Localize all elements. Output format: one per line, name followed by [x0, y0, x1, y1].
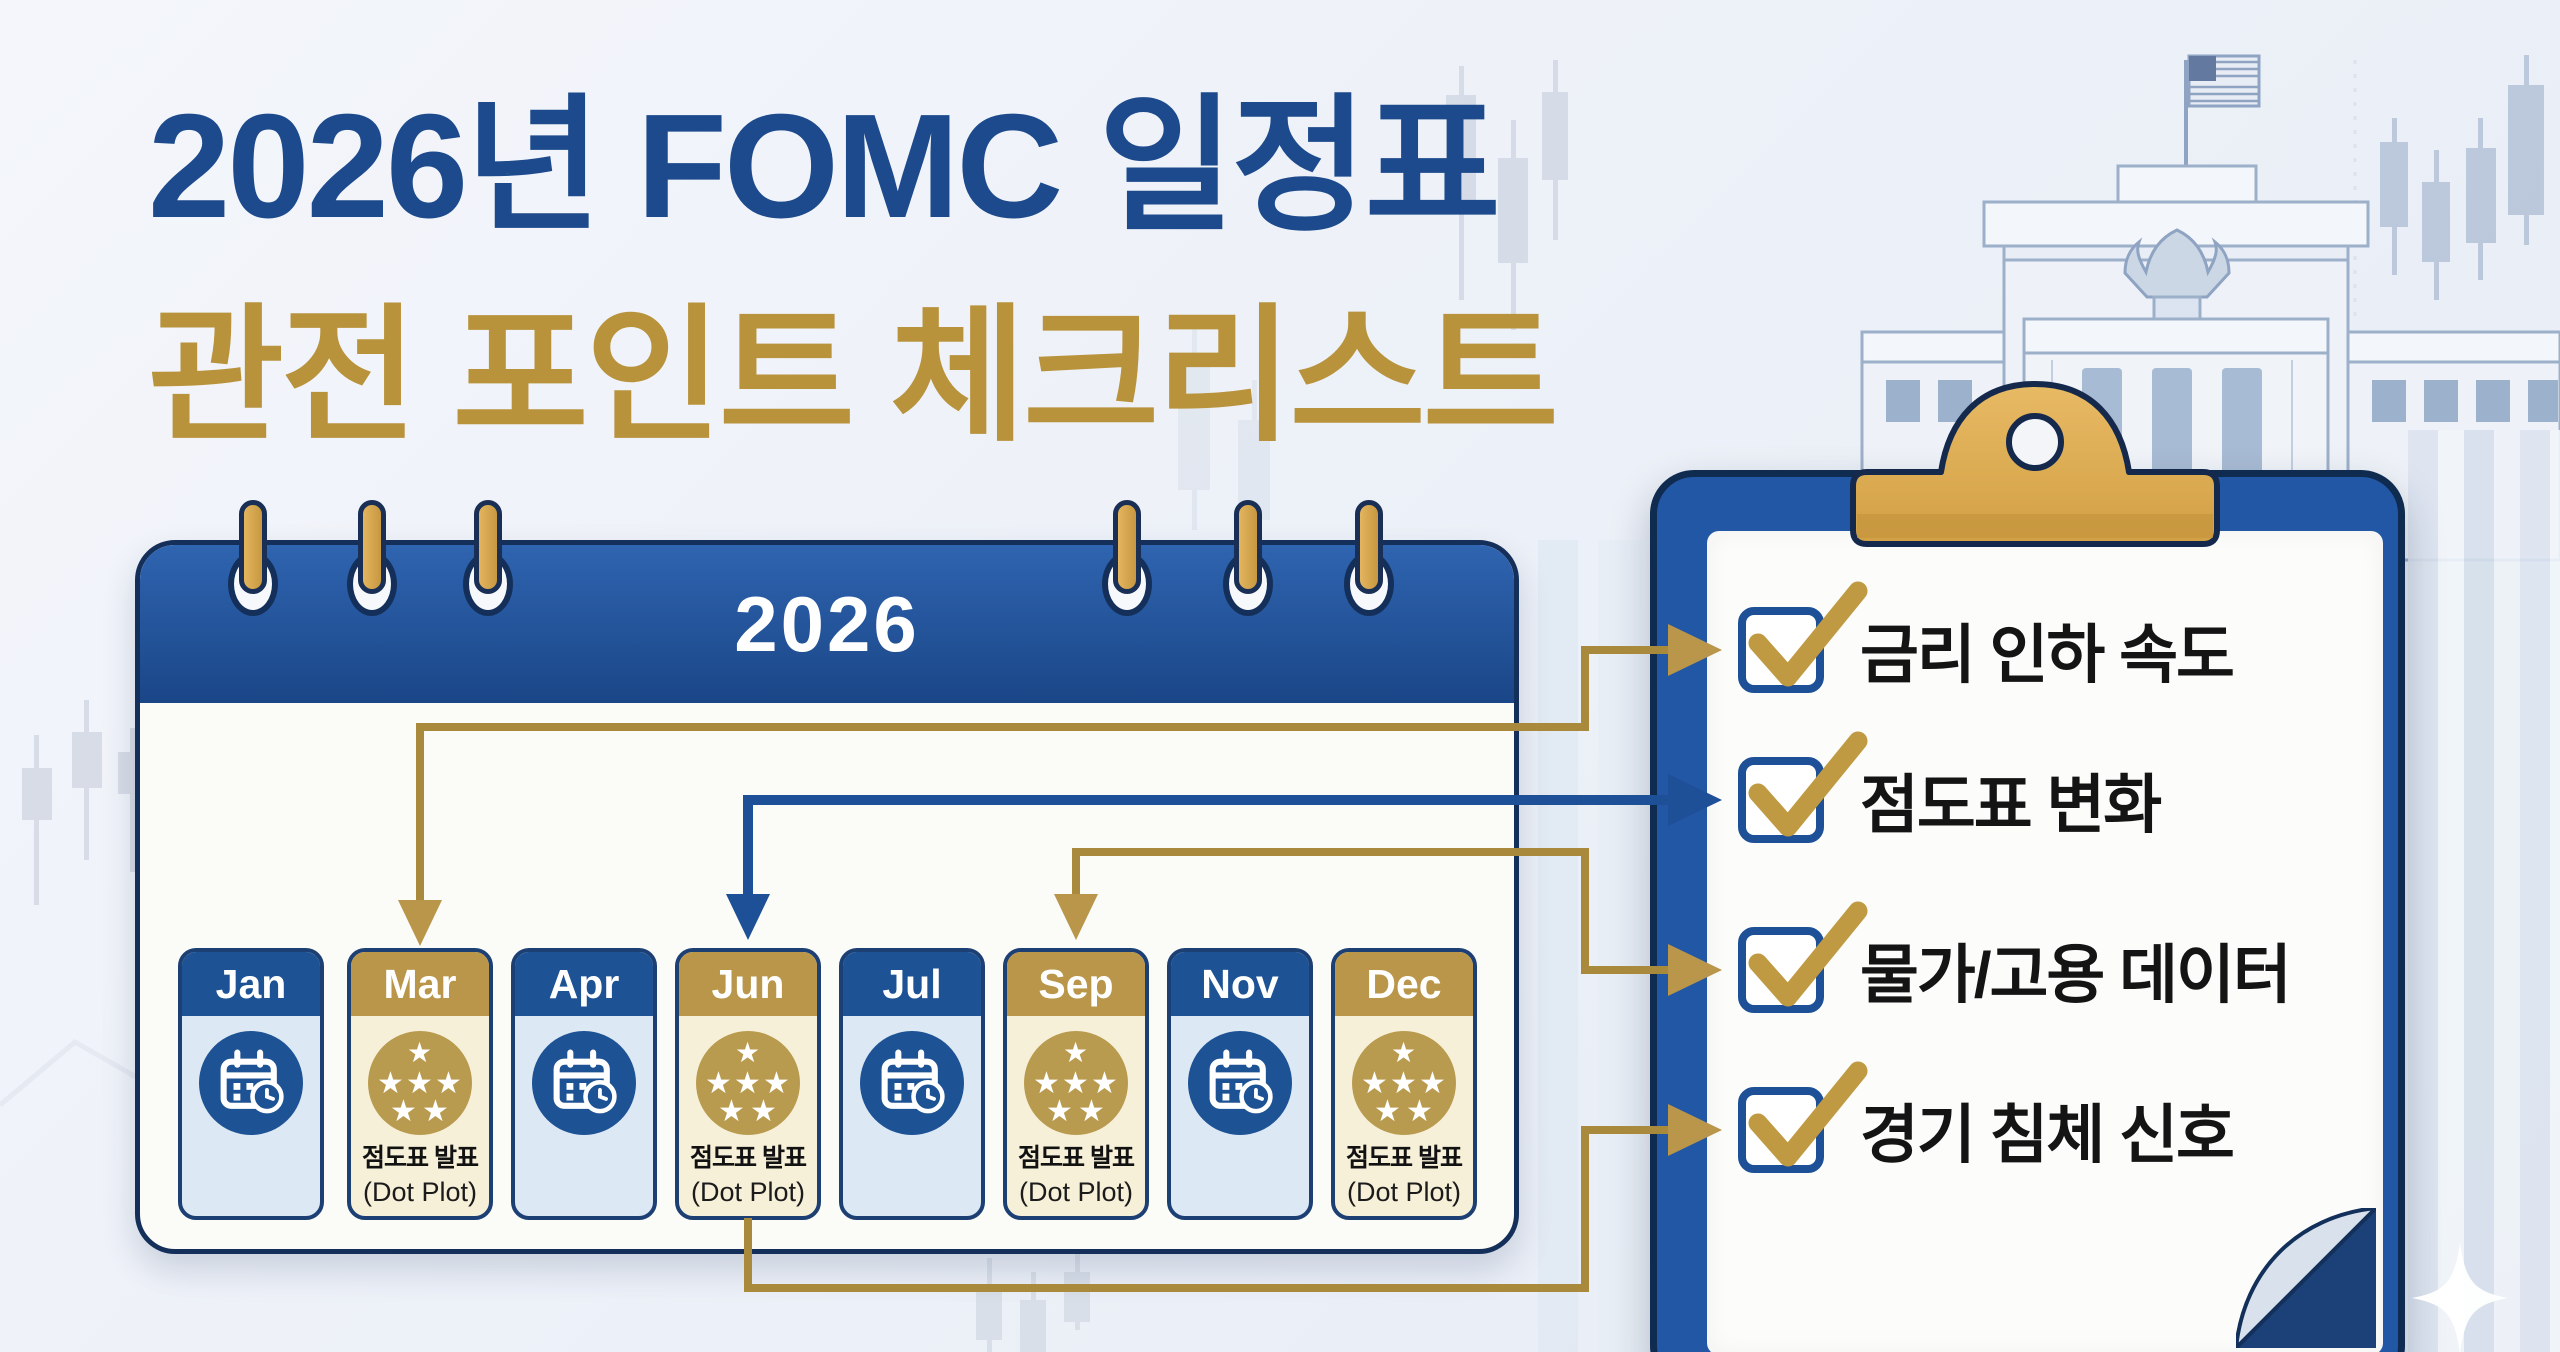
star-icon: ★ — [1391, 1036, 1417, 1069]
star-icon: ★ — [1406, 1094, 1433, 1129]
calendar-clock-icon — [220, 1049, 284, 1114]
eagle-statue-icon — [2123, 228, 2231, 321]
check-icon — [1748, 581, 1868, 687]
star-icon: ★ — [1390, 1066, 1417, 1101]
star-icon: ★ — [390, 1094, 417, 1129]
binder-ring — [1342, 500, 1396, 620]
checkbox — [1738, 731, 1868, 843]
checkbox — [1738, 581, 1868, 693]
month-label: Jun — [679, 952, 817, 1016]
binder-ring — [226, 500, 280, 620]
star-icon: ★ — [1091, 1066, 1118, 1101]
check-icon — [1748, 731, 1868, 837]
star-icon: ★ — [1063, 1036, 1089, 1069]
dot-plot-stars-icon: ★ ★ ★ ★ ★ ★ — [696, 1031, 800, 1135]
star-icon: ★ — [406, 1066, 433, 1101]
checklist-label: 물가/고용 데이터 — [1860, 939, 2292, 1011]
page-fold — [2236, 1208, 2376, 1348]
candlestick-motif-right — [2380, 55, 2544, 300]
checkbox — [1738, 901, 1868, 1013]
star-icon: ★ — [1419, 1066, 1446, 1101]
star-icon: ★ — [718, 1094, 745, 1129]
month-label: Apr — [515, 952, 653, 1016]
checkbox — [1738, 1061, 1868, 1173]
binder-ring — [345, 500, 399, 620]
checklist-item: 점도표 변화 — [1738, 731, 2162, 860]
star-icon: ★ — [734, 1066, 761, 1101]
binder-ring — [1221, 500, 1275, 620]
us-flag-icon — [2184, 54, 2261, 168]
calendar-clock-icon — [553, 1049, 617, 1114]
candlestick-motif-mid — [1178, 320, 1270, 535]
star-icon: ★ — [763, 1066, 790, 1101]
star-icon: ★ — [1062, 1066, 1089, 1101]
star-icon: ★ — [422, 1094, 449, 1129]
checklist-label: 금리 인하 속도 — [1860, 619, 2235, 691]
star-icon: ★ — [1033, 1066, 1060, 1101]
page-title-line1: 2026년 FOMC 일정표 — [148, 84, 1501, 249]
star-icon: ★ — [407, 1036, 433, 1069]
star-icon: ★ — [1361, 1066, 1388, 1101]
checklist-item: 물가/고용 데이터 — [1738, 901, 2292, 1030]
star-icon: ★ — [435, 1066, 462, 1101]
dot-plot-stars-icon: ★ ★ ★ ★ ★ ★ — [368, 1031, 472, 1135]
binder-ring — [461, 500, 515, 620]
page-title: 2026년 FOMC 일정표 관전 포인트 체크리스트 — [148, 62, 1559, 482]
star-icon: ★ — [705, 1066, 732, 1101]
month-label: Jan — [182, 952, 320, 1016]
checklist-item: 금리 인하 속도 — [1738, 581, 2235, 710]
check-icon — [1748, 901, 1868, 1007]
star-icon: ★ — [1374, 1094, 1401, 1129]
month-note-kr: 점도표 발표 — [362, 1144, 479, 1172]
calendar-clock-icon — [881, 1049, 945, 1114]
star-icon: ★ — [1078, 1094, 1105, 1129]
sparkle-icon — [2412, 1242, 2508, 1352]
star-icon: ★ — [750, 1094, 777, 1129]
dot-plot-stars-icon: ★ ★ ★ ★ ★ ★ — [1352, 1031, 1456, 1135]
check-icon — [1748, 1061, 1868, 1167]
month-label: Mar — [351, 952, 489, 1016]
month-card: Jan — [178, 948, 324, 1220]
month-card: Mar — [347, 948, 493, 1220]
checklist-item: 경기 침체 신호 — [1738, 1061, 2235, 1190]
checklist-label: 경기 침체 신호 — [1860, 1099, 2235, 1171]
clipboard-clip — [1850, 381, 2220, 547]
checklist-label: 점도표 변화 — [1860, 769, 2162, 841]
star-icon: ★ — [1046, 1094, 1073, 1129]
star-icon: ★ — [735, 1036, 761, 1069]
calendar-clock-icon — [1209, 1049, 1273, 1114]
dot-plot-stars-icon: ★ ★ ★ ★ ★ ★ — [1024, 1031, 1128, 1135]
page-title-line2: 관전 포인트 체크리스트 — [148, 294, 1559, 460]
candlestick-motif-top — [1446, 60, 1568, 330]
star-icon: ★ — [377, 1066, 404, 1101]
binder-ring — [1100, 500, 1154, 620]
month-card: Apr — [511, 948, 657, 1220]
month-note-en: (Dot Plot) — [362, 1177, 478, 1207]
month-label: Jul — [843, 952, 981, 1016]
column-stripes-right — [2408, 430, 2560, 1352]
